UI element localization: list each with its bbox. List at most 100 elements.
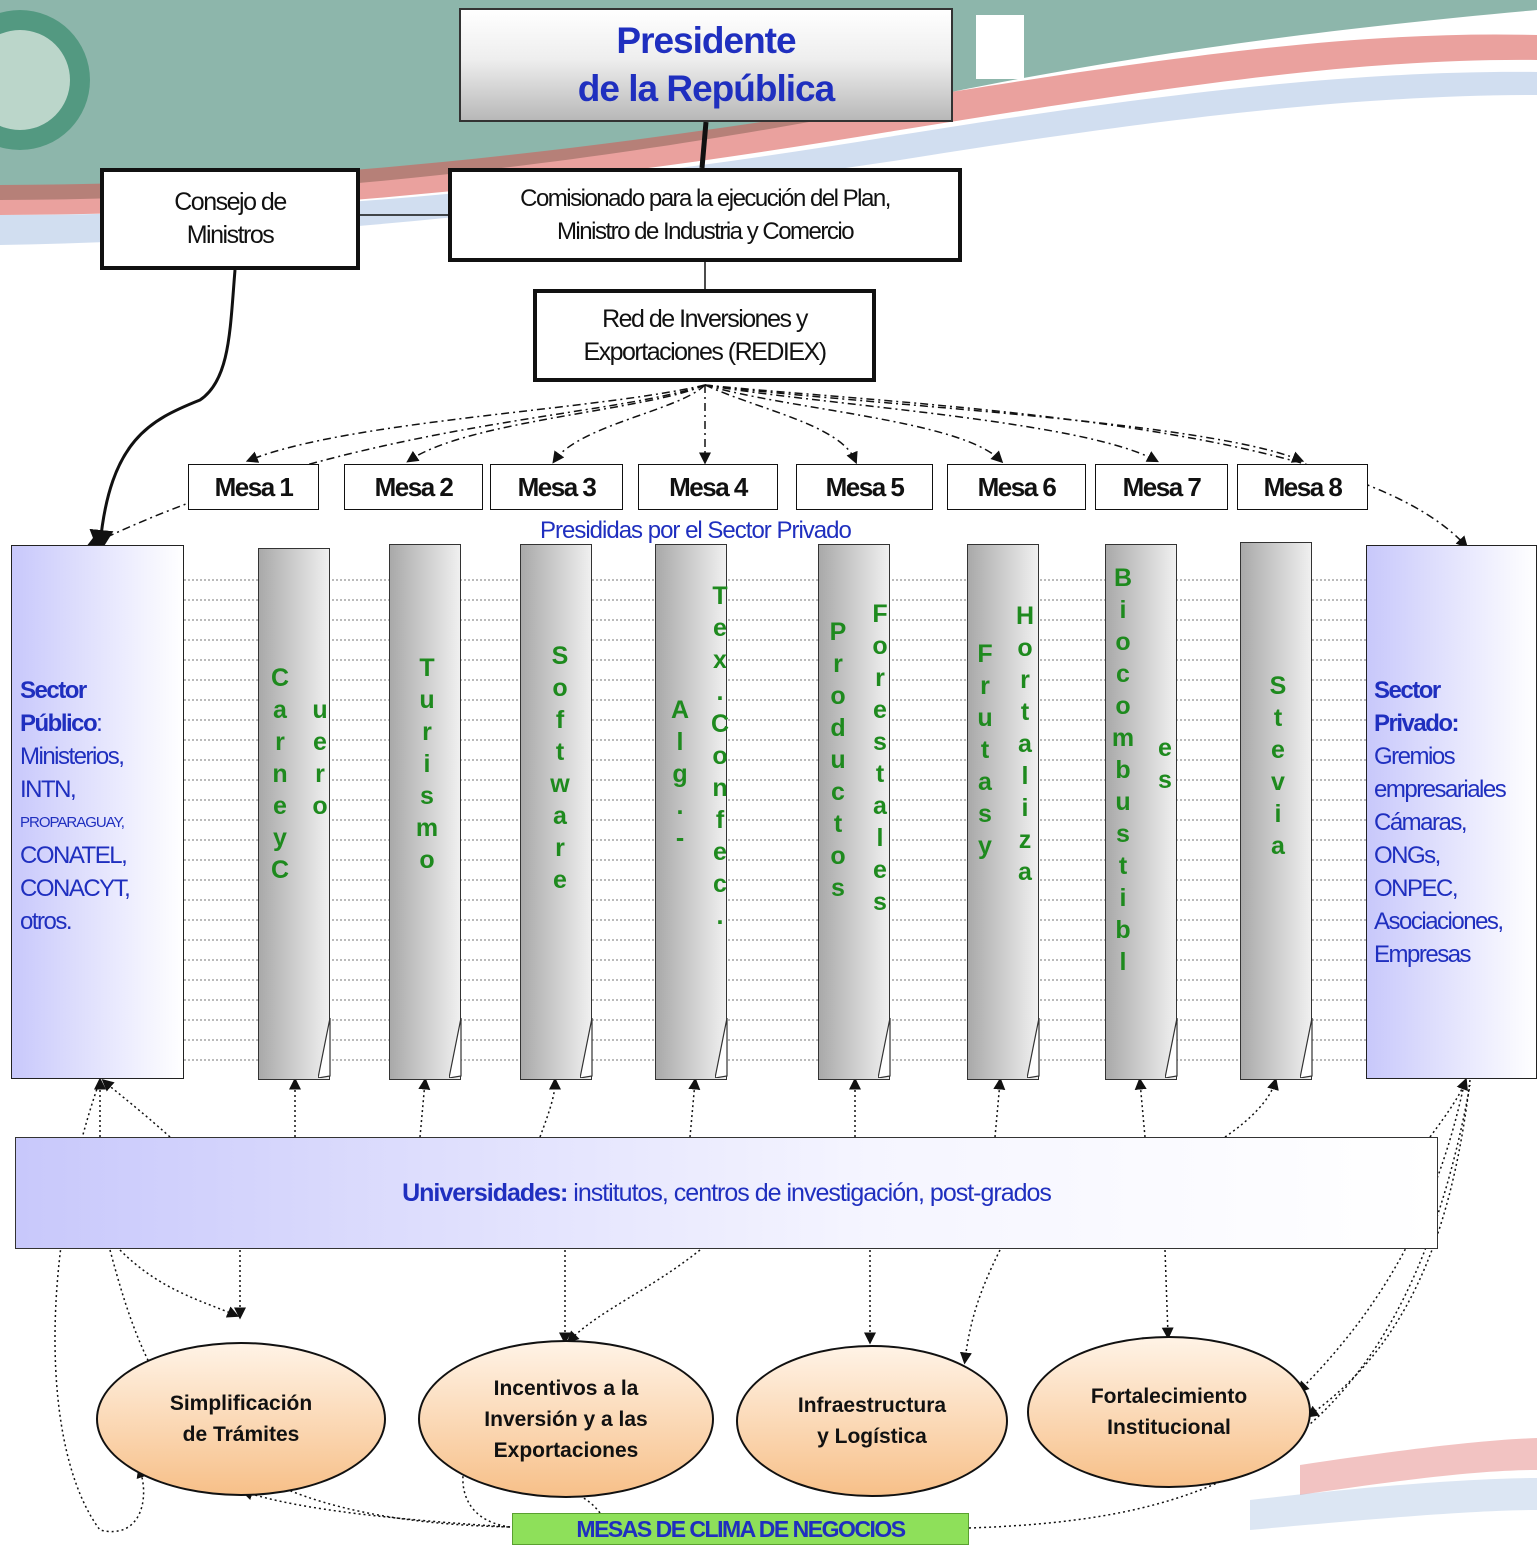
letter: o xyxy=(872,632,888,660)
letter: . xyxy=(716,902,724,930)
mesa-column xyxy=(258,548,330,1080)
letter: d xyxy=(830,714,846,742)
letter: a xyxy=(273,696,287,724)
letter: u xyxy=(1115,788,1131,816)
letter: y xyxy=(978,832,992,860)
letter: . xyxy=(716,678,724,706)
mesa-5: Mesa 5 xyxy=(796,464,933,510)
letter: v xyxy=(1271,768,1285,796)
letter: i xyxy=(1119,596,1127,624)
mesa-7: Mesa 7 xyxy=(1095,464,1228,510)
letter: t xyxy=(1118,852,1128,880)
letter: t xyxy=(1273,704,1283,732)
sector-publico-item: CONATEL, xyxy=(20,842,128,869)
sector-publico-item: CONACYT, xyxy=(20,875,131,902)
letter: C xyxy=(270,856,290,884)
letter: e xyxy=(1271,736,1285,764)
folded-corner-icon xyxy=(1300,1018,1313,1078)
letter: c xyxy=(1116,660,1130,688)
letter: s xyxy=(831,874,845,902)
letter: C xyxy=(710,710,730,738)
white-square-decoration xyxy=(976,15,1024,79)
mesa-column xyxy=(818,544,890,1080)
oval-line: Exportaciones xyxy=(493,1438,639,1462)
letter: o xyxy=(830,682,846,710)
oval-fortalecimiento: Fortalecimiento Institucional xyxy=(1027,1336,1311,1488)
letter: z xyxy=(1018,826,1032,854)
letter: o xyxy=(1115,628,1131,656)
letter: a xyxy=(553,802,567,830)
rediex-box: Red de Inversiones y Exportaciones (REDI… xyxy=(533,289,876,382)
letter: e xyxy=(553,866,567,894)
mesa-column xyxy=(520,544,592,1080)
folded-corner-icon xyxy=(318,1018,331,1078)
letter: s xyxy=(1116,820,1130,848)
sector-privado-item: Empresas xyxy=(1374,941,1472,968)
letter: l xyxy=(876,824,884,852)
letter: t xyxy=(1020,698,1030,726)
letter: e xyxy=(873,696,887,724)
folded-corner-icon xyxy=(715,1018,728,1078)
letter: T xyxy=(419,654,435,682)
mesa-column xyxy=(1105,544,1177,1080)
letter: s xyxy=(978,800,992,828)
rediex-line-1: Red de Inversiones y xyxy=(602,304,808,333)
sector-privado-box: Sector Privado: Gremios empresariales Cá… xyxy=(1366,545,1537,1079)
letter: o xyxy=(712,742,728,770)
comisionado-line-1: Comisionado para la ejecución del Plan, xyxy=(520,185,891,212)
mesa-8: Mesa 8 xyxy=(1237,464,1368,510)
presidente-box: Presidente de la República xyxy=(459,8,953,122)
letter: f xyxy=(555,706,565,734)
letter: n xyxy=(712,774,728,802)
letter: r xyxy=(275,728,285,756)
letter: y xyxy=(273,824,287,852)
oval-line: Simplificación xyxy=(169,1392,313,1415)
letter: c xyxy=(831,778,845,806)
letter: b xyxy=(1115,916,1131,944)
sector-publico-colon: : xyxy=(96,710,103,737)
letter: o xyxy=(312,792,328,820)
letter: t xyxy=(980,736,990,764)
letter: u xyxy=(830,746,846,774)
letter: r xyxy=(833,650,843,678)
letter: C xyxy=(270,664,290,692)
letter: r xyxy=(555,834,565,862)
letter: l xyxy=(1119,948,1127,976)
folded-corner-icon xyxy=(580,1018,593,1078)
oval-infraestructura: Infraestructura y Logística xyxy=(736,1345,1008,1497)
folded-corner-icon xyxy=(1027,1018,1040,1078)
letter: F xyxy=(872,600,888,628)
sector-privado-item: Cámaras, xyxy=(1374,809,1468,836)
sector-privado-item: Gremios xyxy=(1374,743,1456,770)
sector-publico-title: Sector xyxy=(20,677,87,704)
sector-publico-item: otros. xyxy=(20,908,73,935)
letter: m xyxy=(1111,724,1135,752)
folded-corner-icon xyxy=(878,1018,891,1078)
letter: u xyxy=(419,686,435,714)
comisionado-box: Comisionado para la ejecución del Plan, … xyxy=(448,168,962,262)
oval-line: Incentivos a la xyxy=(493,1376,639,1400)
letter: f xyxy=(715,806,725,834)
sector-publico-item: Ministerios, xyxy=(20,743,125,770)
letter: u xyxy=(312,696,328,724)
consejo-box: Consejo de Ministros xyxy=(100,168,360,270)
mesa-6: Mesa 6 xyxy=(947,464,1086,510)
letter: e xyxy=(713,614,727,642)
letter: n xyxy=(272,760,288,788)
letter: t xyxy=(555,738,565,766)
sector-publico-title-2: Público xyxy=(20,710,98,737)
presidente-line-1: Presidente xyxy=(616,20,796,61)
mesa-column xyxy=(1240,542,1312,1080)
consejo-line-1: Consejo de xyxy=(174,188,287,216)
letter: s xyxy=(1158,766,1172,794)
